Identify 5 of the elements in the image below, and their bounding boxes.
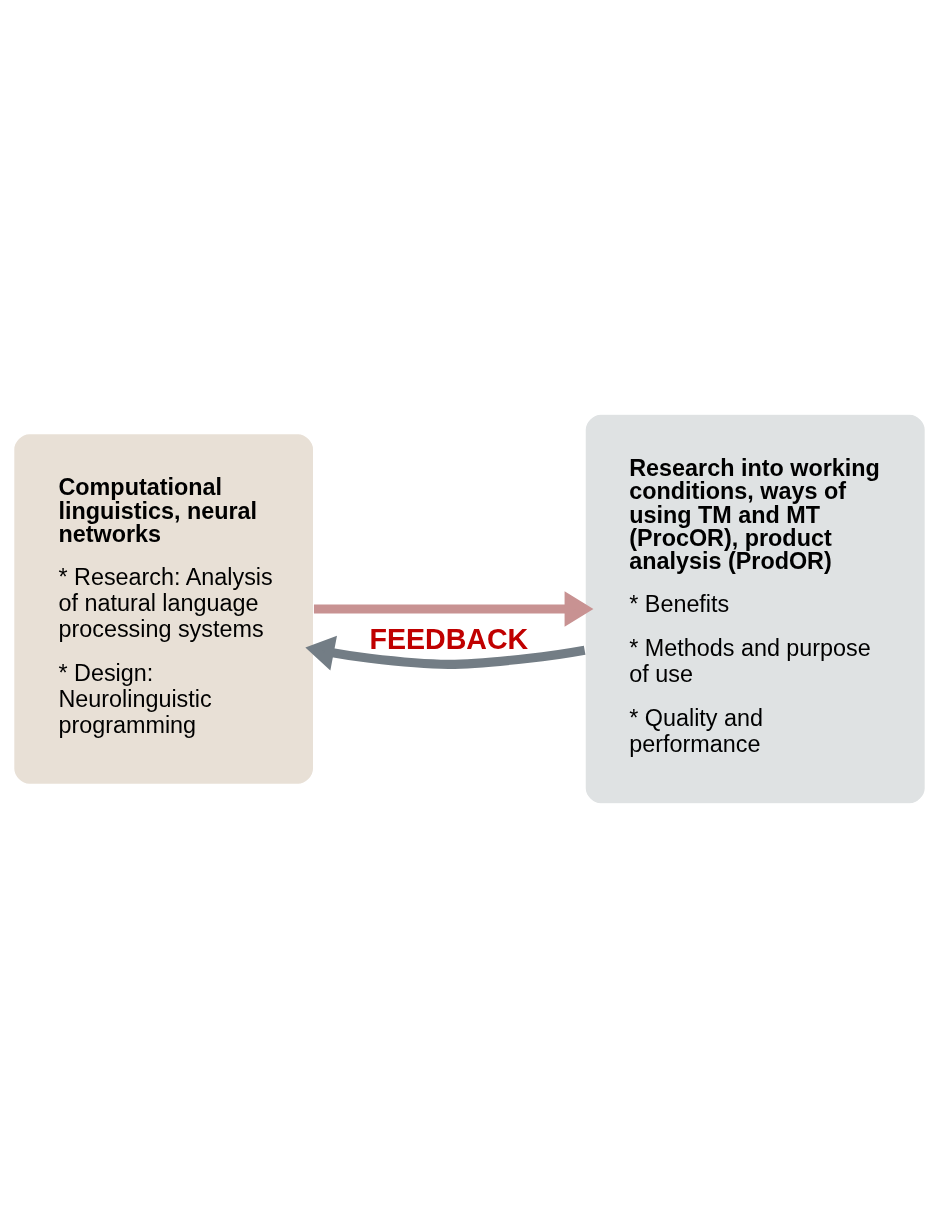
arrow xyxy=(305,635,586,671)
arrow xyxy=(313,591,594,627)
node-box: Computational linguistics, neural networks * Research: Analysis of natural language processing systems * Design: Neurolinguistic programming xyxy=(13,433,315,785)
node-box: Research into working conditions, ways of using TM and MT (ProcOR), product analysis (ProdOR) * Benefits * Methods and purpose of use * Quality and performance xyxy=(584,413,926,805)
edge-label: FEEDBACK xyxy=(369,622,529,655)
